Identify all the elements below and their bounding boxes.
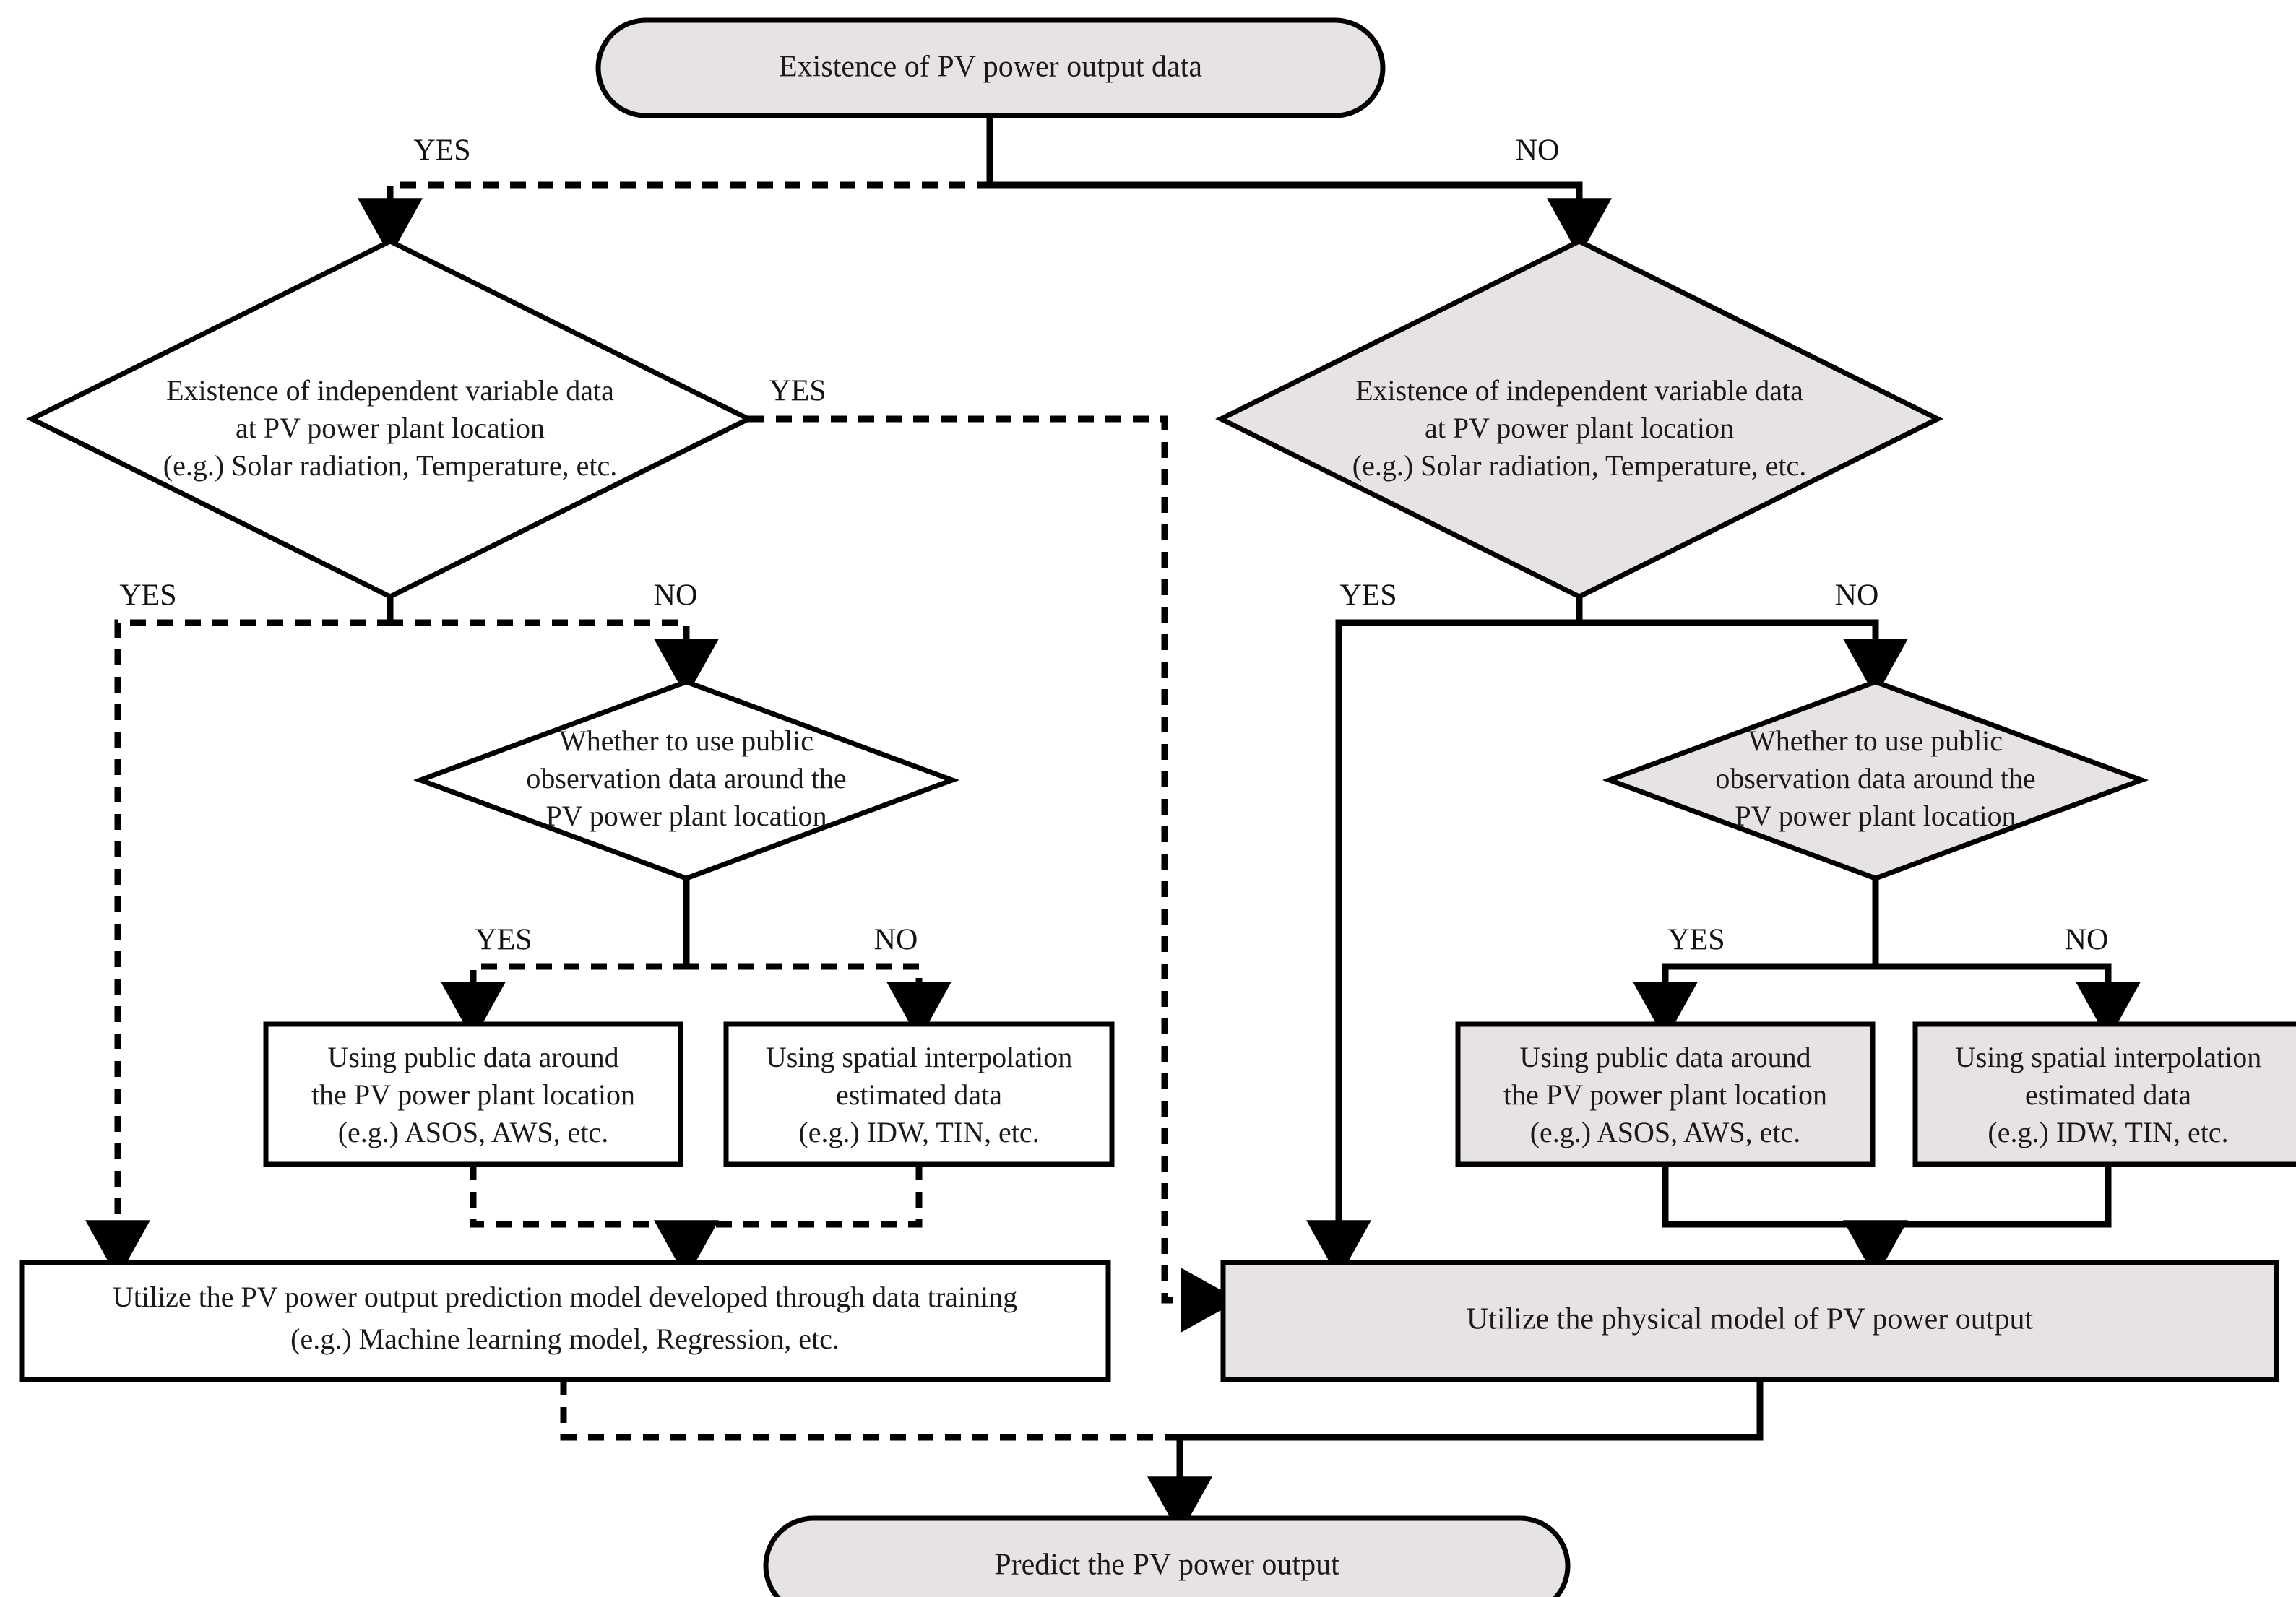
process-right-public-line-3: (e.g.) ASOS, AWS, etc.	[1530, 1116, 1801, 1148]
decision-left-1-shape	[26, 238, 754, 600]
decision-right-1-line-2: at PV power plant location	[1425, 412, 1734, 444]
decision-left-1-line-3: (e.g.) Solar radiation, Temperature, etc…	[163, 449, 617, 482]
node-process-left-interp[interactable]: Using spatial interpolation estimated da…	[723, 1021, 1115, 1167]
edge-label-left2-no: NO	[874, 924, 918, 957]
decision-right-2-shape	[1602, 679, 2149, 881]
process-right-public-line-1: Using public data around	[1519, 1041, 1811, 1073]
process-left-interp-line-3: (e.g.) IDW, TIN, etc.	[798, 1116, 1039, 1148]
node-decision-left-1[interactable]: Existence of independent variable data a…	[26, 238, 754, 600]
end-terminator-label: Predict the PV power output	[994, 1549, 1339, 1582]
process-left-public-line-2: the PV power plant location	[311, 1078, 635, 1111]
start-terminator-label: Existence of PV power output data	[779, 51, 1202, 84]
process-right-interp-shape	[1912, 1021, 2296, 1167]
node-model-data-driven[interactable]: Utilize the PV power output prediction m…	[19, 1260, 1111, 1382]
edge-left1-yes-down	[85, 619, 393, 1279]
edge-label-left1-down-no: NO	[654, 579, 698, 613]
process-right-public-shape	[1455, 1021, 1876, 1167]
edge-leftbox1-merge	[470, 1164, 686, 1228]
edge-start-no	[987, 181, 1612, 257]
decision-left-1-line-1: Existence of independent variable data	[166, 374, 614, 407]
process-right-interp-line-1: Using spatial interpolation	[1955, 1041, 2261, 1073]
decision-right-2-line-1: Whether to use public	[1748, 724, 2003, 757]
decision-left-2-line-2: observation data around the	[526, 762, 846, 795]
edge-leftbox2-merge	[686, 1164, 923, 1228]
process-left-interp-shape	[723, 1021, 1115, 1167]
edge-left1-no	[387, 619, 719, 698]
edge-rightbox2-merge	[1876, 1164, 2112, 1228]
process-left-public-line-3: (e.g.) ASOS, AWS, etc.	[338, 1116, 609, 1148]
node-model-physical[interactable]: Utilize the physical model of PV power o…	[1220, 1260, 2279, 1382]
edge-label-right1-no: NO	[1835, 579, 1879, 613]
decision-right-1-shape	[1215, 238, 1943, 600]
edge-start-yes	[358, 181, 993, 257]
edge-left2-yes	[441, 963, 689, 1041]
node-start[interactable]: Existence of PV power output data	[595, 17, 1386, 118]
process-right-interp-line-2: estimated data	[2025, 1078, 2191, 1111]
edge-left1-yes-to-physical	[748, 415, 1240, 1333]
node-process-left-public[interactable]: Using public data around the PV power pl…	[263, 1021, 683, 1167]
edge-label-left1-down-yes: YES	[119, 579, 176, 613]
decision-right-2-line-3: PV power plant location	[1735, 800, 2016, 832]
model-data-driven-line-2: (e.g.) Machine learning model, Regressio…	[290, 1323, 840, 1355]
model-physical-shape	[1220, 1260, 2279, 1382]
edge-datamodel-to-end	[560, 1380, 1182, 1441]
edge-label-start-no: NO	[1516, 134, 1560, 168]
node-process-right-public[interactable]: Using public data around the PV power pl…	[1455, 1021, 1876, 1167]
process-right-interp-line-3: (e.g.) IDW, TIN, etc.	[1988, 1116, 2228, 1148]
end-terminator-shape	[763, 1515, 1571, 1597]
edge-physical-to-end	[1178, 1380, 1764, 1441]
edge-right1-yes	[1306, 619, 1582, 1279]
node-decision-right-2[interactable]: Whether to use public observation data a…	[1602, 679, 2149, 881]
model-data-driven-line-1: Utilize the PV power output prediction m…	[113, 1281, 1017, 1313]
edge-left2-no	[683, 963, 951, 1041]
process-left-interp-line-1: Using spatial interpolation	[766, 1041, 1072, 1073]
node-decision-left-2[interactable]: Whether to use public observation data a…	[413, 679, 960, 881]
process-left-public-shape	[263, 1021, 683, 1167]
edge-right2-no	[1873, 963, 2141, 1041]
decision-right-2-line-2: observation data around the	[1715, 762, 2035, 795]
decision-right-1-line-1: Existence of independent variable data	[1355, 374, 1803, 407]
decision-left-1-line-2: at PV power plant location	[236, 412, 545, 444]
process-right-public-line-2: the PV power plant location	[1503, 1078, 1827, 1111]
node-decision-right-1[interactable]: Existence of independent variable data a…	[1215, 238, 1943, 600]
edge-label-left1-yes: YES	[769, 375, 826, 408]
decision-left-2-line-1: Whether to use public	[559, 724, 813, 757]
decision-right-1-line-3: (e.g.) Solar radiation, Temperature, etc…	[1352, 449, 1806, 482]
edge-rightbox1-merge	[1662, 1164, 1876, 1228]
edge-label-right2-no: NO	[2065, 924, 2109, 957]
edge-label-right2-yes: YES	[1667, 924, 1725, 957]
start-terminator-shape	[595, 17, 1386, 118]
edge-label-right1-yes: YES	[1339, 579, 1397, 613]
model-physical-line-1: Utilize the physical model of PV power o…	[1467, 1303, 2034, 1336]
process-left-public-line-1: Using public data around	[327, 1041, 618, 1073]
node-process-right-interp[interactable]: Using spatial interpolation estimated da…	[1912, 1021, 2296, 1167]
edge-right1-no	[1576, 619, 1908, 698]
model-data-driven-shape	[19, 1260, 1111, 1382]
process-left-interp-line-2: estimated data	[836, 1078, 1002, 1111]
edge-label-start-yes: YES	[413, 134, 470, 168]
edge-label-left2-yes: YES	[475, 924, 532, 957]
decision-left-2-shape	[413, 679, 960, 881]
node-end[interactable]: Predict the PV power output	[763, 1515, 1571, 1597]
edge-right2-yes	[1633, 963, 1878, 1041]
decision-left-2-line-3: PV power plant location	[545, 800, 827, 832]
